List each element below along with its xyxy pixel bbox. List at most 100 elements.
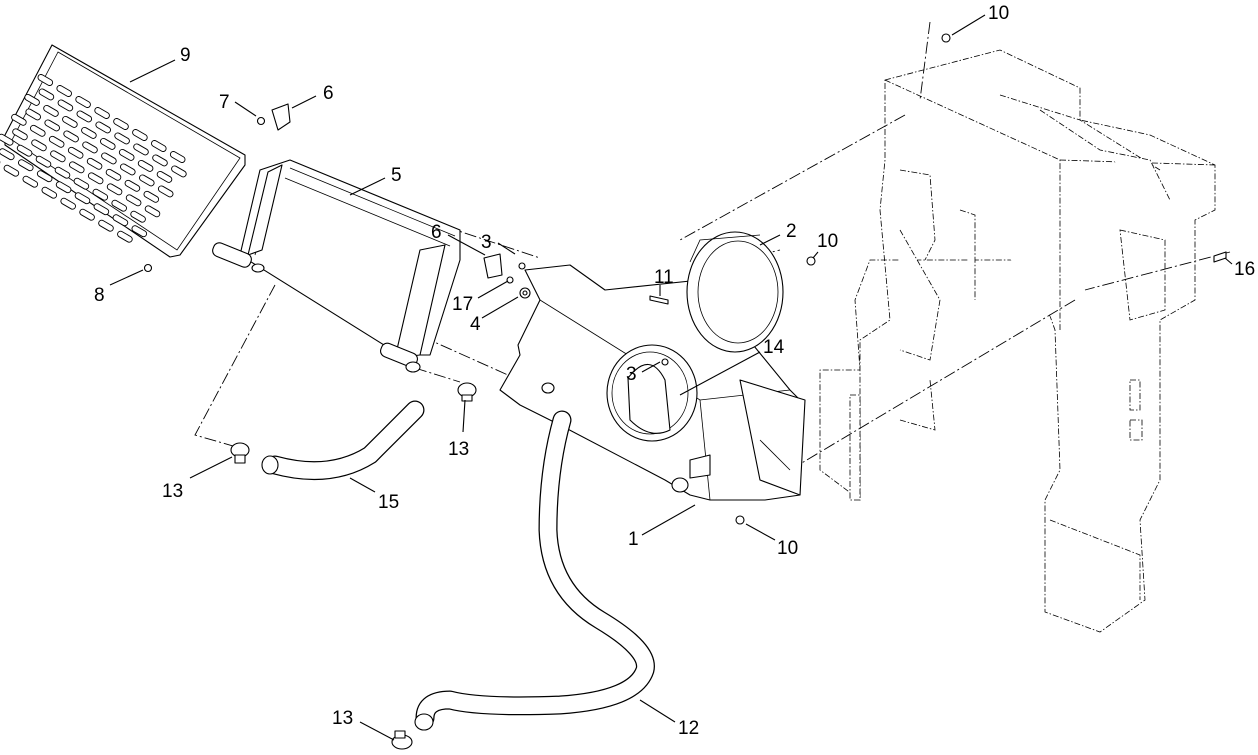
callout-4: 4: [470, 314, 481, 335]
grille-slot: [152, 154, 168, 167]
grille-slot: [92, 188, 109, 201]
grille-slot: [114, 132, 130, 145]
blower-ring: [686, 231, 784, 353]
callout-10a: 10: [988, 3, 1009, 24]
grille-slot: [75, 96, 91, 108]
grille-slot: [105, 168, 122, 181]
hardware: [143, 33, 1227, 525]
grille-slot: [93, 203, 110, 216]
grille-slot: [0, 133, 14, 146]
grille-slot: [31, 139, 47, 152]
callout-17: 17: [452, 294, 473, 315]
grille-slot: [132, 129, 148, 141]
callout-2: 2: [786, 221, 797, 242]
callout-6a: 6: [323, 83, 334, 104]
grille-slot: [62, 115, 78, 128]
grille-slot: [87, 172, 104, 185]
callout-8: 8: [94, 285, 105, 306]
grille-slot: [117, 230, 133, 243]
callout-10b: 10: [817, 231, 838, 252]
callout-14: 14: [763, 337, 785, 358]
grille-slot: [57, 99, 74, 112]
grille-slot: [125, 194, 142, 207]
grille-slot: [86, 157, 103, 170]
grille-slot: [157, 185, 174, 198]
callout-5: 5: [391, 165, 402, 186]
grille-slot: [82, 141, 98, 154]
grille-slot: [124, 179, 141, 192]
grille-slot: [73, 177, 90, 190]
callout-3a: 3: [481, 232, 492, 253]
grille-slot: [112, 214, 129, 227]
leader-lines: [109, 14, 1233, 741]
grille-slot: [38, 88, 55, 101]
grille-slots: [0, 74, 187, 243]
grille-slot: [11, 113, 27, 126]
callout-12: 12: [678, 718, 699, 739]
grille-slot: [137, 159, 154, 172]
grille-slot: [48, 135, 65, 148]
grille-slot: [56, 85, 72, 97]
grille-slot: [3, 164, 20, 177]
callout-10c: 10: [777, 538, 798, 559]
grille-slot: [133, 143, 149, 156]
callout-11: 11: [654, 267, 674, 288]
grille-panel: [0, 44, 246, 258]
callout-16: 16: [1234, 259, 1255, 280]
callout-15: 15: [378, 492, 399, 513]
callout-13a: 13: [162, 481, 183, 502]
grille-slot: [101, 152, 117, 165]
grille-slot: [18, 159, 34, 172]
grille-slot: [143, 190, 160, 203]
callout-9: 9: [180, 45, 191, 66]
grille-slot: [24, 93, 40, 106]
grille-slot: [0, 153, 1, 166]
grille-slot: [139, 174, 155, 187]
coolant-hose-long: [414, 410, 655, 731]
grille-slot: [76, 110, 93, 123]
grille-slot: [111, 199, 127, 212]
grille-slot: [156, 170, 173, 183]
grille-slot: [113, 118, 129, 130]
hose-clamps: [230, 382, 477, 750]
grille-slot: [22, 175, 39, 188]
grille-slot: [171, 165, 187, 178]
heater-core: [212, 159, 461, 373]
grille-slot: [98, 219, 114, 232]
grille-slot: [106, 183, 123, 196]
grille-slot: [81, 126, 97, 139]
grille-slot: [60, 197, 76, 210]
grille-slot: [69, 161, 85, 174]
grille-slot: [63, 130, 79, 143]
grille-slot: [144, 205, 161, 218]
grille-slot: [50, 150, 66, 163]
machine-frame: [819, 49, 1216, 633]
grille-slot: [131, 225, 148, 238]
grille-slot: [67, 146, 84, 159]
callout-7: 7: [219, 92, 230, 113]
callout-1: 1: [628, 529, 639, 550]
grille-slot: [25, 108, 41, 121]
grille-slot: [16, 144, 33, 157]
grille-slot: [74, 192, 91, 205]
grille-slot: [35, 155, 52, 168]
grille-slot: [95, 121, 111, 134]
grille-slot: [118, 148, 135, 161]
coolant-hose-short: [261, 400, 425, 481]
grille-slot: [130, 210, 146, 223]
callout-13b: 13: [448, 439, 469, 460]
grille-slot: [30, 124, 46, 137]
grille-slot: [36, 170, 53, 183]
grille-slot: [41, 186, 58, 199]
grille-slot: [151, 140, 167, 152]
grille-slot: [12, 128, 28, 141]
callout-labels: 1 2 3 3 4 5 6 6 7 8 9 10 10 10 11 12 13 …: [94, 3, 1255, 739]
grille-slot: [100, 137, 116, 150]
grille-slot: [44, 119, 60, 132]
grille-slot: [55, 181, 72, 194]
grille-slot: [79, 208, 95, 221]
grille-slot: [37, 74, 54, 86]
grille-slot: [54, 166, 71, 179]
callout-13c: 13: [332, 708, 353, 729]
